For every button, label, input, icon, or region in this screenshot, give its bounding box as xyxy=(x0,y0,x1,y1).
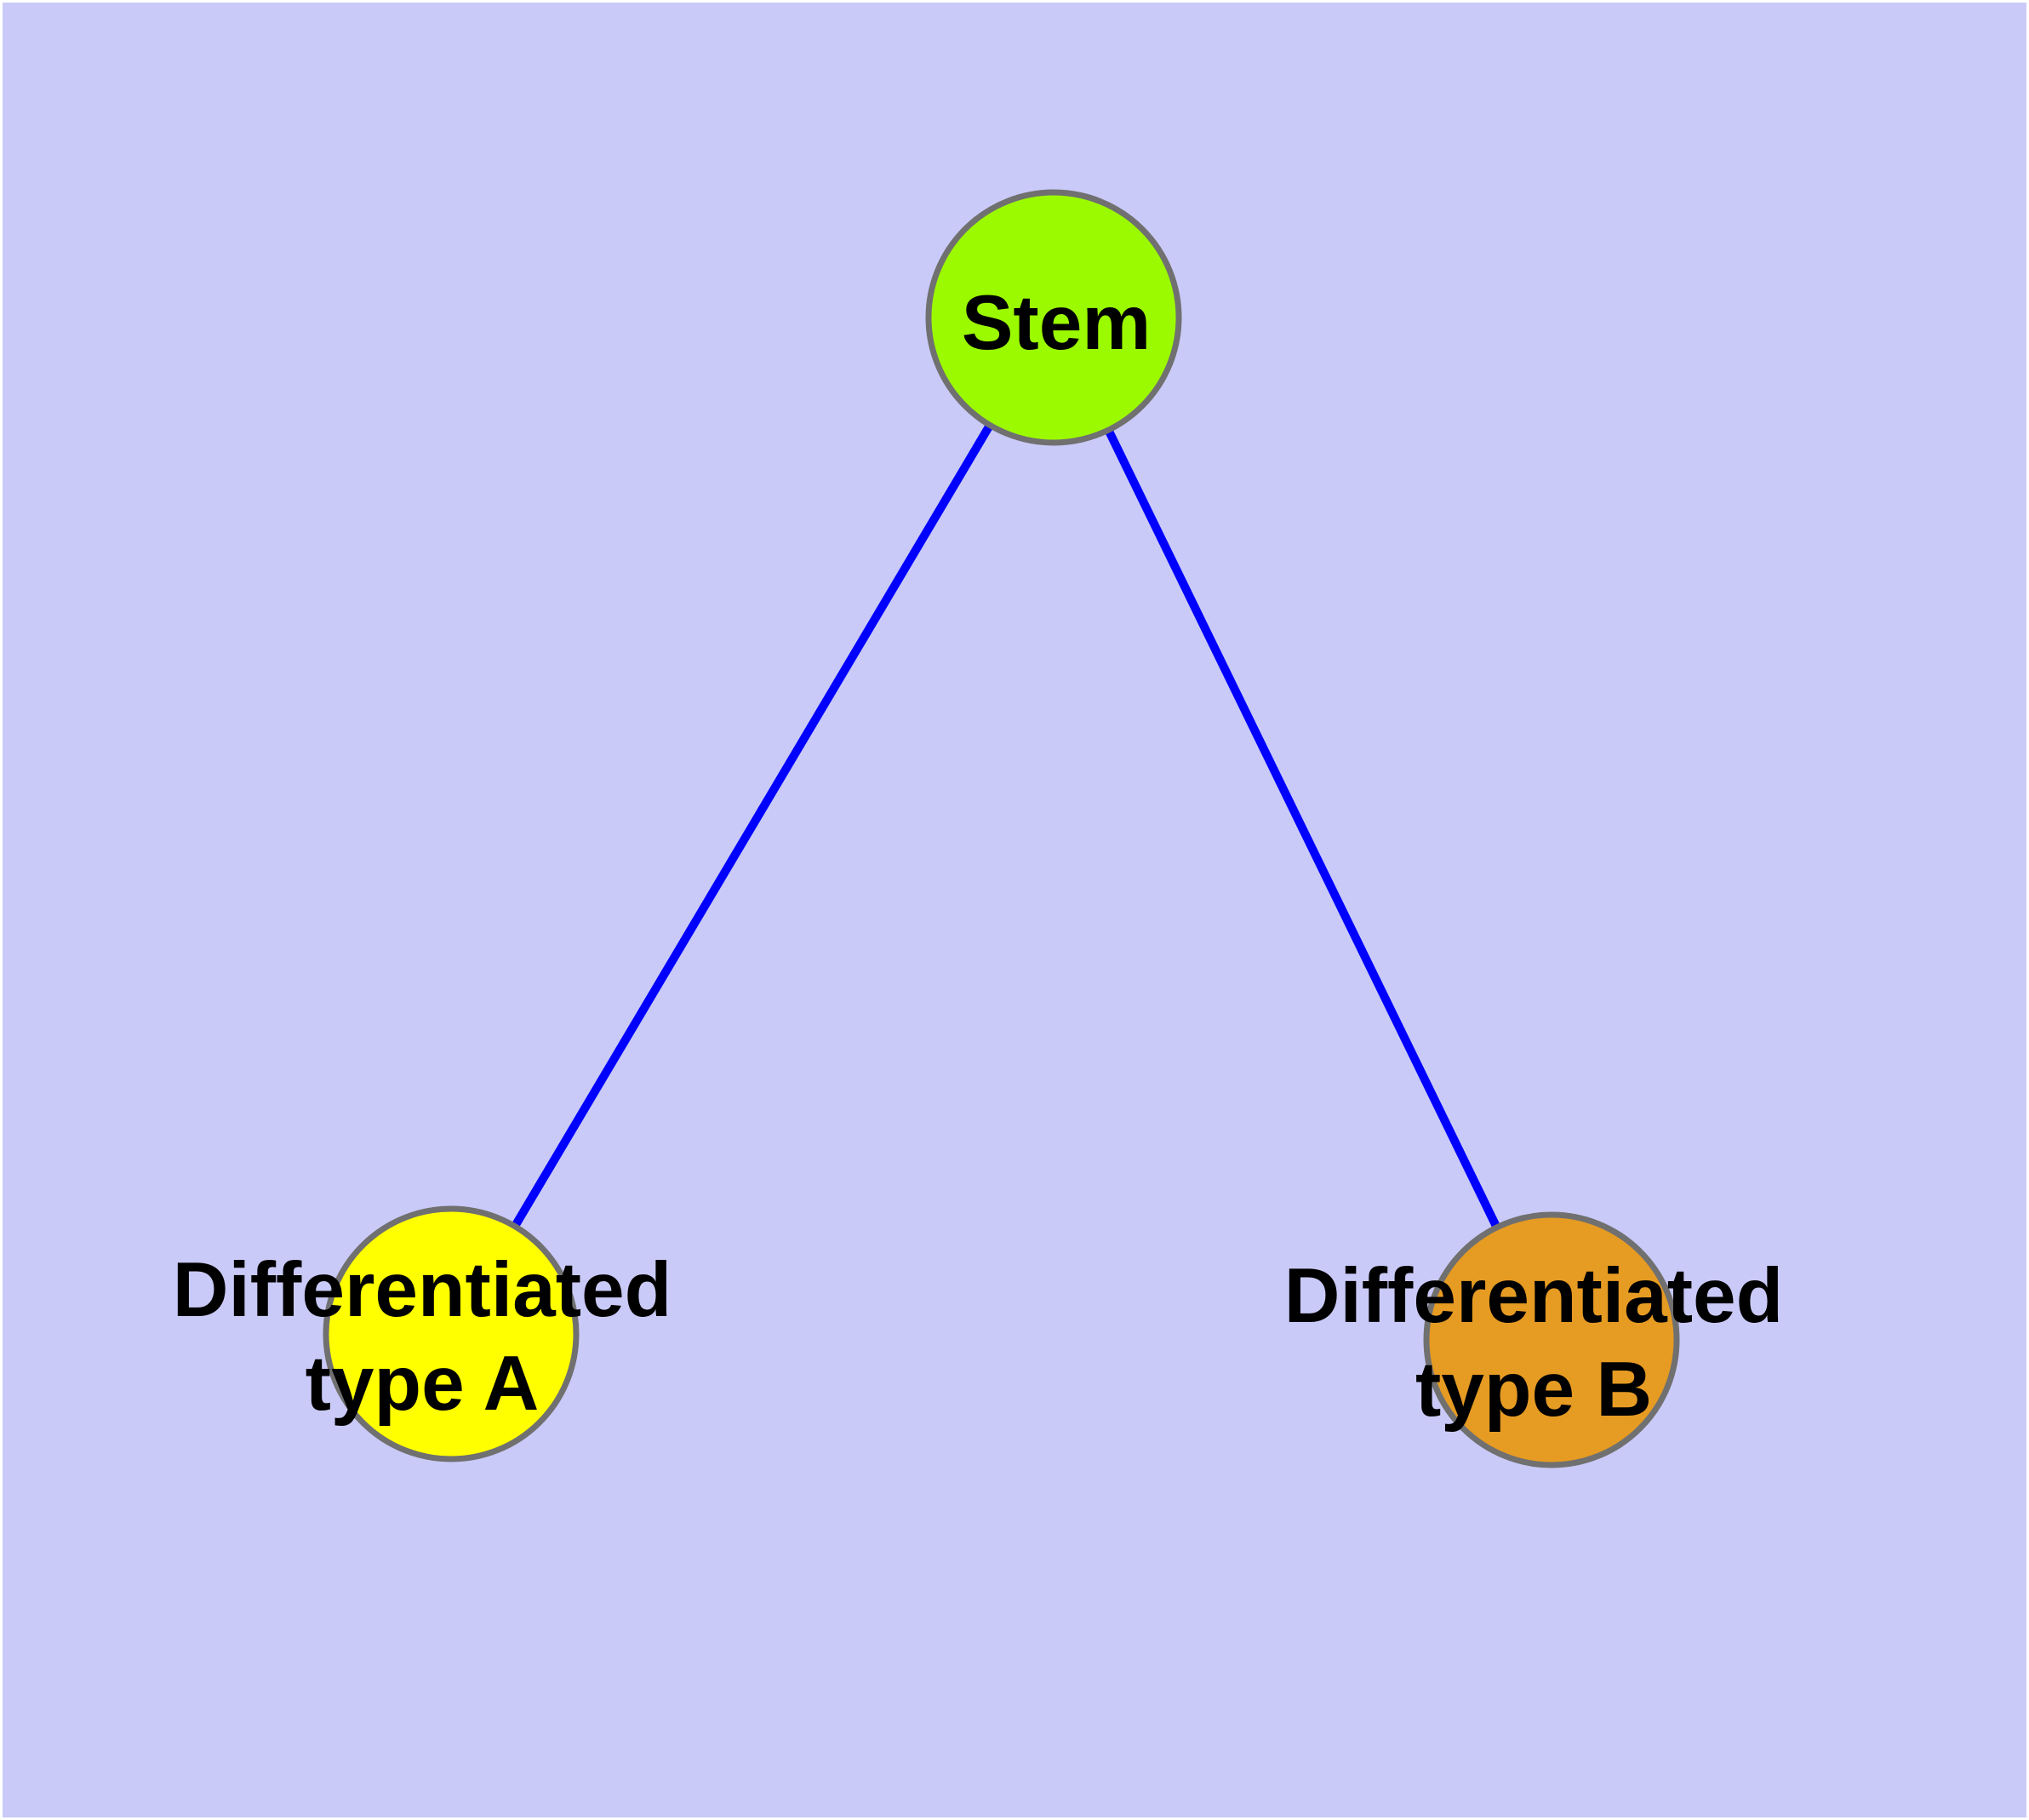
node-differentiated-type-b xyxy=(1423,1211,1680,1468)
label-line-type-b: type B xyxy=(1415,1347,1653,1433)
node-differentiated-type-a xyxy=(323,1205,580,1462)
label-line-differentiated: Differentiated xyxy=(172,1247,672,1333)
graph-svg xyxy=(323,189,1680,1468)
edge-stem-to-type-b xyxy=(1049,315,1556,1342)
label-line-differentiated: Differentiated xyxy=(1283,1253,1784,1339)
node-label-stem: Stem xyxy=(962,277,1152,370)
label-line-type-a: type A xyxy=(305,1341,540,1427)
node-label-differentiated-type-a: Differentiated type A xyxy=(173,1244,672,1431)
label-line-stem: Stem xyxy=(961,280,1152,366)
node-label-differentiated-type-b: Differentiated type B xyxy=(1284,1250,1784,1437)
edge-stem-to-type-a xyxy=(447,315,1058,1336)
node-stem xyxy=(925,189,1182,446)
